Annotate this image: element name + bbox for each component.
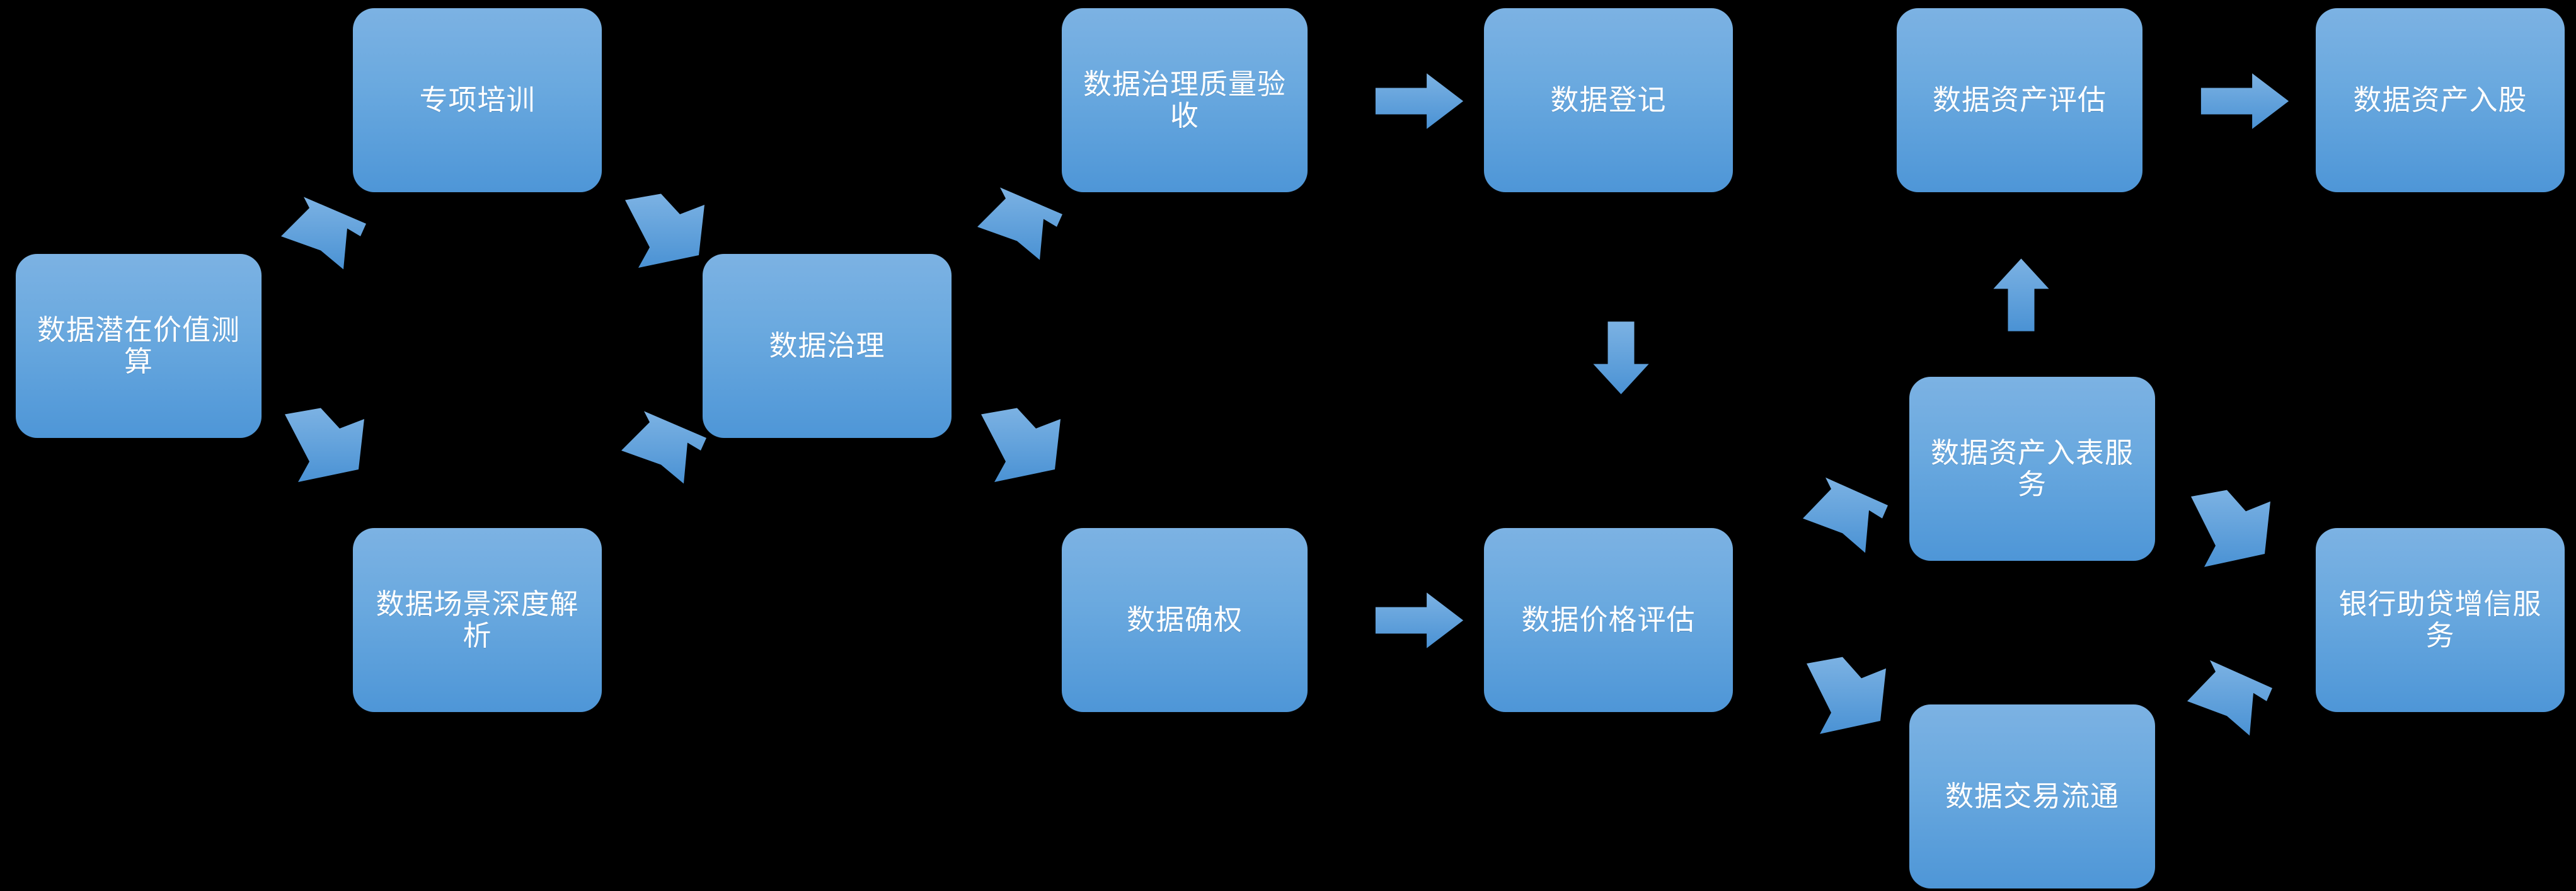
arrow-icon: [1803, 477, 1888, 553]
node-asset-onbalance[interactable]: 数据资产入表服务: [1909, 377, 2155, 561]
arrow-icon: [1375, 592, 1464, 648]
arrow-potential-to-training: [277, 192, 372, 271]
arrow-icon: [281, 197, 366, 270]
node-label: 数据交易流通: [1945, 779, 2119, 812]
node-data-governance[interactable]: 数据治理: [703, 254, 952, 438]
arrow-governance-to-quality: [974, 183, 1068, 262]
arrow-icon: [2191, 490, 2270, 567]
node-label: 数据确权: [1126, 603, 1243, 636]
arrow-icon: [2200, 73, 2289, 129]
arrow-valuation-to-equity: [2199, 68, 2291, 134]
arrow-icon: [981, 408, 1061, 482]
arrow-quality-to-registration: [1374, 68, 1465, 134]
node-asset-valuation[interactable]: 数据资产评估: [1897, 8, 2142, 192]
node-special-training[interactable]: 专项培训: [353, 8, 602, 192]
arrow-icon: [285, 408, 364, 482]
arrow-registration-to-price: [1588, 320, 1654, 396]
node-quality-acceptance[interactable]: 数据治理质量验收: [1062, 8, 1308, 192]
node-price-assessment[interactable]: 数据价格评估: [1484, 528, 1733, 712]
arrow-governance-to-rights: [974, 406, 1068, 485]
arrow-training-to-governance: [618, 192, 712, 271]
node-bank-credit-service[interactable]: 银行助贷增信服务: [2316, 528, 2565, 712]
arrow-scene-to-governance: [618, 406, 712, 485]
node-label: 数据资产评估: [1932, 83, 2107, 116]
arrow-icon: [1593, 321, 1649, 394]
arrow-rights-to-price: [1374, 587, 1465, 653]
node-data-trading[interactable]: 数据交易流通: [1909, 704, 2155, 888]
node-scene-analysis[interactable]: 数据场景深度解析: [353, 528, 602, 712]
arrow-price-to-trading: [1799, 655, 1894, 737]
node-label: 数据潜在价值测算: [37, 313, 240, 377]
node-asset-equity[interactable]: 数据资产入股: [2316, 8, 2565, 192]
arrow-potential-to-scene: [277, 406, 372, 485]
node-label: 数据治理质量验收: [1083, 67, 1286, 132]
arrow-icon: [977, 187, 1062, 260]
node-rights-confirmation[interactable]: 数据确权: [1062, 528, 1308, 712]
arrow-trading-to-bank: [2183, 655, 2278, 737]
node-label: 数据场景深度解析: [376, 587, 579, 652]
arrow-price-to-onbalance: [1799, 473, 1894, 555]
arrow-icon: [2187, 660, 2272, 736]
arrow-icon: [1375, 73, 1464, 129]
arrow-onbalance-to-valuation: [1988, 257, 2054, 333]
node-label: 专项培训: [419, 83, 536, 116]
node-data-registration[interactable]: 数据登记: [1484, 8, 1733, 192]
arrow-icon: [1807, 657, 1886, 734]
node-potential-value[interactable]: 数据潜在价值测算: [16, 254, 262, 438]
arrow-icon: [621, 411, 706, 484]
node-label: 数据治理: [769, 329, 885, 362]
arrow-icon: [1993, 258, 2049, 331]
node-label: 数据价格评估: [1521, 603, 1696, 636]
node-label: 数据登记: [1550, 83, 1667, 116]
arrow-onbalance-to-bank: [2183, 488, 2278, 570]
arrow-icon: [625, 193, 704, 268]
node-label: 数据资产入股: [2353, 83, 2527, 116]
node-label: 银行助贷增信服务: [2338, 587, 2542, 652]
node-label: 数据资产入表服务: [1930, 436, 2134, 500]
